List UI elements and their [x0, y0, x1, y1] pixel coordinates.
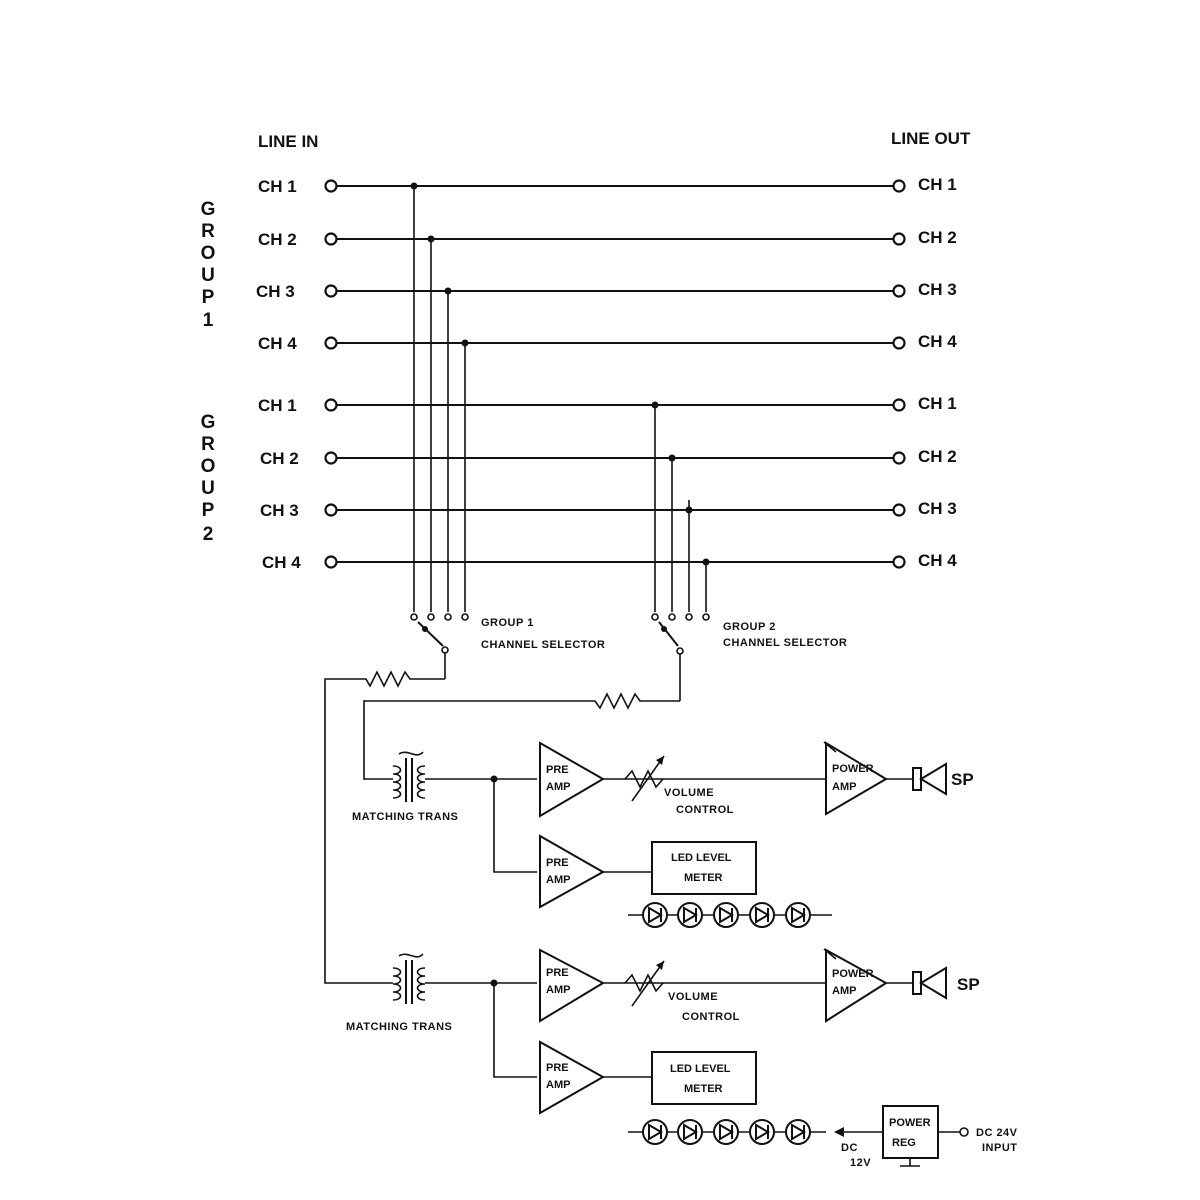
- line-out-jack: [892, 555, 906, 569]
- line-in-jack: [324, 451, 338, 465]
- pre-amp-3-label: AMP: [546, 984, 570, 996]
- group1-out-ch4: CH 4: [918, 332, 957, 351]
- group2-out-ch4: CH 4: [918, 551, 957, 570]
- group2-in-ch1: CH 1: [258, 396, 297, 415]
- group2-vertical-label: P: [202, 500, 215, 521]
- group1-vertical-label: U: [201, 265, 215, 286]
- led-icon: [642, 902, 668, 928]
- group1-in-ch3: CH 3: [256, 282, 295, 301]
- pre-amp-4-label: PRE: [546, 1062, 569, 1074]
- power-amp-2-label: POWER: [832, 968, 874, 980]
- line-in-jack: [324, 232, 338, 246]
- line-out-jacks: [892, 179, 906, 569]
- group2-vertical-label: O: [201, 456, 216, 477]
- led-icon: [749, 1119, 775, 1145]
- led-icon: [785, 1119, 811, 1145]
- line-in-jack: [324, 503, 338, 517]
- group2-out-ch3: CH 3: [918, 499, 957, 518]
- line-out-jack: [892, 232, 906, 246]
- led-icon: [785, 902, 811, 928]
- group2-vertical-label: 2: [203, 524, 214, 545]
- line-in-jacks: [324, 179, 338, 569]
- group1-vertical-label: 1: [203, 310, 214, 331]
- power-reg-label: POWER: [889, 1117, 931, 1129]
- pre-amp-1-label: AMP: [546, 781, 570, 793]
- group2-out-ch1: CH 1: [918, 394, 957, 413]
- led-meter-2-label: LED LEVEL: [670, 1063, 731, 1075]
- led-icon: [749, 902, 775, 928]
- matching-trans-lower-label: MATCHING TRANS: [346, 1021, 452, 1033]
- pre-amp-2-label: PRE: [546, 857, 569, 869]
- led-icon: [642, 1119, 668, 1145]
- power-amp-2-label: AMP: [832, 985, 856, 997]
- pre-amp-4-label: AMP: [546, 1079, 570, 1091]
- selector2-label: GROUP 2: [723, 621, 776, 633]
- power-amp-1-label: POWER: [832, 763, 874, 775]
- led-icon: [713, 902, 739, 928]
- group1-vertical-label: P: [202, 287, 215, 308]
- line-out-jack: [892, 179, 906, 193]
- group1-vertical-label: G: [201, 199, 216, 220]
- group1-in-ch4: CH 4: [258, 334, 297, 353]
- line-out-jack: [892, 398, 906, 412]
- power-amp-1-label: AMP: [832, 781, 856, 793]
- group2-in-ch3: CH 3: [260, 501, 299, 520]
- volume-control-1-label: CONTROL: [676, 804, 734, 816]
- dc-out-label: DC: [841, 1142, 858, 1154]
- selector2-label: CHANNEL SELECTOR: [723, 637, 847, 649]
- led-meter-1-label: LED LEVEL: [671, 852, 732, 864]
- led-icon: [677, 1119, 703, 1145]
- led-level-meter-leds: [642, 902, 811, 1145]
- dc-out-label: 12V: [850, 1157, 871, 1169]
- matching-trans-upper-label: MATCHING TRANS: [352, 811, 458, 823]
- selector1-label: GROUP 1: [481, 617, 534, 629]
- line-in-jack: [324, 179, 338, 193]
- line-in-jack: [324, 284, 338, 298]
- group2-vertical-label: G: [201, 412, 216, 433]
- line-out-label: LINE OUT: [891, 129, 971, 148]
- volume-control-1-label: VOLUME: [664, 787, 714, 799]
- volume-control-2-label: VOLUME: [668, 991, 718, 1003]
- selector1-label: CHANNEL SELECTOR: [481, 639, 605, 651]
- power-reg-label: REG: [892, 1137, 916, 1149]
- led-meter-2-label: METER: [684, 1083, 723, 1095]
- led-icon: [713, 1119, 739, 1145]
- pre-amp-3-label: PRE: [546, 967, 569, 979]
- speaker-2-label: SP: [957, 975, 980, 994]
- group1-out-ch2: CH 2: [918, 228, 957, 247]
- line-in-jack: [324, 398, 338, 412]
- group1-vertical-label: O: [201, 243, 216, 264]
- line-in-jack: [324, 555, 338, 569]
- diagram-wiring: [324, 182, 969, 1167]
- group2-out-ch2: CH 2: [918, 447, 957, 466]
- line-out-jack: [892, 503, 906, 517]
- line-out-jack: [892, 336, 906, 350]
- group2-in-ch4: CH 4: [262, 553, 301, 572]
- line-out-jack: [892, 284, 906, 298]
- pre-amp-1-label: PRE: [546, 764, 569, 776]
- dc-in-label: DC 24V: [976, 1127, 1018, 1139]
- line-in-label: LINE IN: [258, 132, 318, 151]
- line-in-jack: [324, 336, 338, 350]
- led-meter-1-label: METER: [684, 872, 723, 884]
- group2-vertical-label: R: [201, 434, 215, 455]
- speaker-1-label: SP: [951, 770, 974, 789]
- group1-in-ch1: CH 1: [258, 177, 297, 196]
- pre-amp-2-label: AMP: [546, 874, 570, 886]
- volume-control-2-label: CONTROL: [682, 1011, 740, 1023]
- group2-vertical-label: U: [201, 478, 215, 499]
- dc-in-label: INPUT: [982, 1142, 1018, 1154]
- line-out-jack: [892, 451, 906, 465]
- group2-in-ch2: CH 2: [260, 449, 299, 468]
- group1-out-ch1: CH 1: [918, 175, 957, 194]
- led-icon: [677, 902, 703, 928]
- group1-in-ch2: CH 2: [258, 230, 297, 249]
- group1-out-ch3: CH 3: [918, 280, 957, 299]
- group1-vertical-label: R: [201, 221, 215, 242]
